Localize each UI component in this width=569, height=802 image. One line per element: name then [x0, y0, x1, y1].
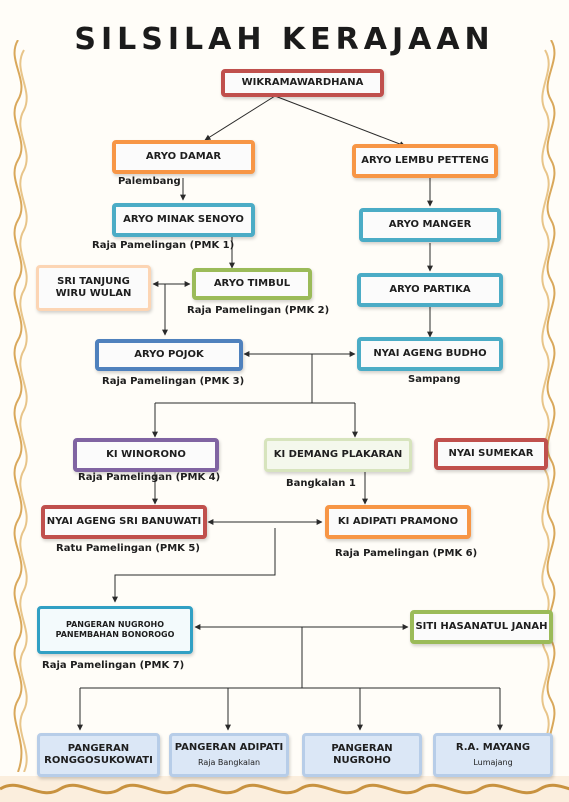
node-aryo-pojok: ARYO POJOK [95, 339, 243, 371]
ra-mayang-label: R.A. MAYANG [455, 742, 531, 754]
ra-mayang-subtitle: Lumajang [473, 757, 513, 767]
node-ra-mayang: R.A. MAYANG Lumajang [433, 733, 553, 777]
caption-pmk7: Raja Pamelingan (PMK 7) [42, 660, 185, 671]
nugroho-line1: PANGERAN [331, 742, 393, 754]
batik-border-left [13, 40, 28, 772]
node-nyai-ageng-budho: NYAI AGENG BUDHO [357, 337, 503, 371]
node-aryo-lembu-petteng: ARYO LEMBU PETTENG [352, 144, 498, 178]
pangeran-nugroho-line2: PANEMBAHAN BONOROGO [55, 630, 175, 639]
ronggosukowati-line2: RONGGOSUKOWATI [44, 755, 153, 766]
sri-tanjung-line2: WIRU WULAN [55, 288, 132, 299]
node-ki-adipati-pramono: KI ADIPATI PRAMONO [325, 505, 471, 539]
node-ki-demang-plakaran: KI DEMANG PLAKARAN [264, 438, 412, 472]
caption-palembang: Palembang [118, 176, 181, 187]
node-ki-winorono: KI WINORONO [73, 438, 219, 472]
pangeran-nugroho-line1: PANGERAN NUGROHO [65, 620, 165, 629]
node-aryo-partika: ARYO PARTIKA [357, 273, 503, 307]
caption-pmk2: Raja Pamelingan (PMK 2) [187, 305, 330, 316]
caption-pmk1: Raja Pamelingan (PMK 1) [92, 240, 235, 251]
caption-pmk6: Raja Pamelingan (PMK 6) [335, 548, 478, 559]
node-wikramawardhana: WIKRAMAWARDHANA [221, 69, 384, 97]
caption-pmk3: Raja Pamelingan (PMK 3) [102, 376, 245, 387]
node-nyai-sumekar: NYAI SUMEKAR [434, 438, 548, 470]
caption-pmk5: Ratu Pamelingan (PMK 5) [56, 543, 200, 554]
nugroho-line2: NUGROHO [333, 755, 391, 766]
node-aryo-damar: ARYO DAMAR [112, 140, 255, 174]
node-aryo-minak-senoyo: ARYO MINAK SENOYO [112, 203, 255, 237]
caption-bangkalan1: Bangkalan 1 [286, 478, 356, 489]
pangeran-adipati-label: PANGERAN ADIPATI [174, 742, 284, 754]
sri-tanjung-line1: SRI TANJUNG [57, 275, 130, 287]
batik-border-bottom [0, 776, 569, 802]
pangeran-adipati-subtitle: Raja Bangkalan [197, 757, 261, 767]
caption-sampang: Sampang [408, 374, 461, 385]
node-aryo-manger: ARYO MANGER [359, 208, 501, 242]
node-siti-hasanatul-janah: SITI HASANATUL JANAH [410, 610, 553, 644]
node-pangeran-adipati: PANGERAN ADIPATI Raja Bangkalan [169, 733, 289, 777]
node-nyai-ageng-sri-banuwati: NYAI AGENG SRI BANUWATI [41, 505, 207, 539]
ronggosukowati-line1: PANGERAN [67, 742, 130, 754]
node-aryo-timbul: ARYO TIMBUL [192, 268, 312, 300]
page-title: SILSILAH KERAJAAN [74, 22, 495, 57]
caption-pmk4: Raja Pamelingan (PMK 4) [78, 472, 221, 483]
